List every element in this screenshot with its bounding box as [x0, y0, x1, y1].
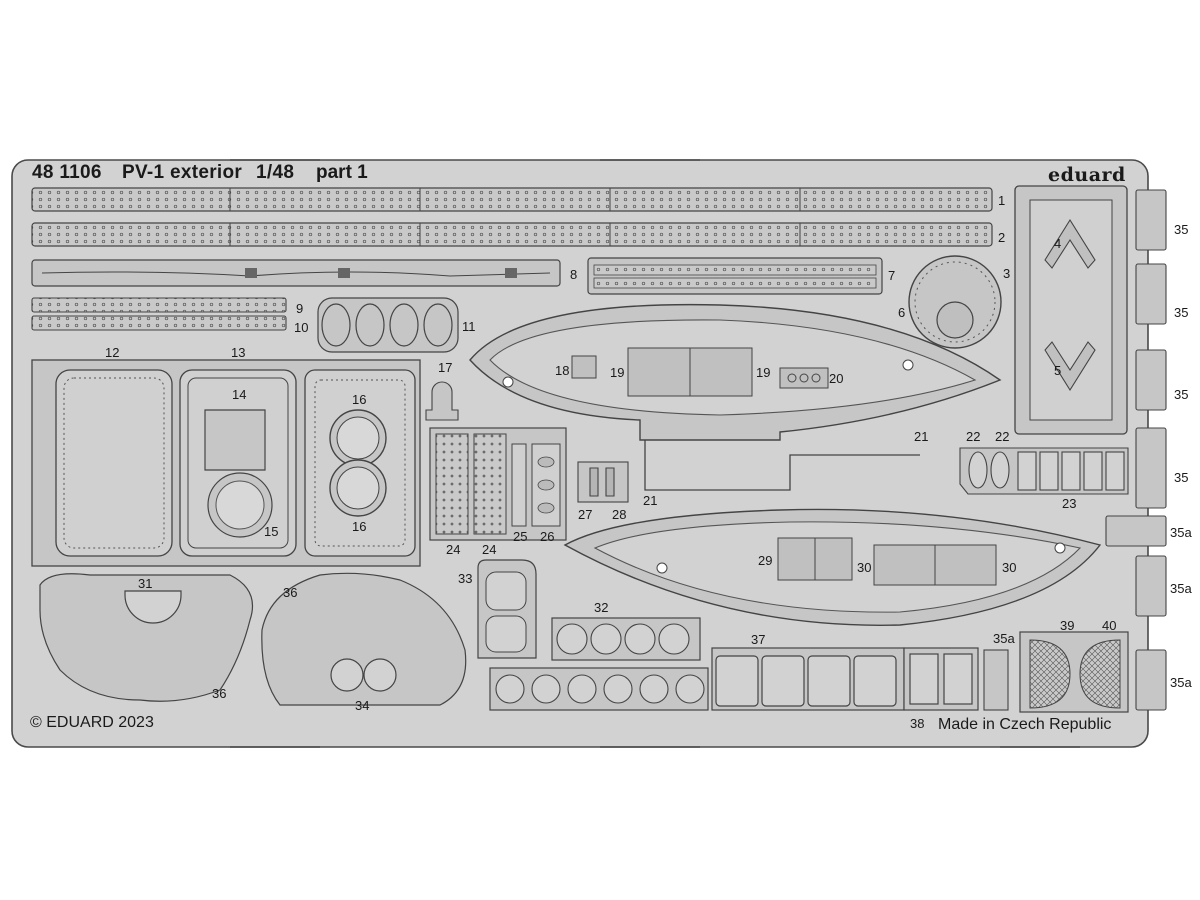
part-22-23 [959, 447, 1129, 495]
label-part-37: 37 [751, 632, 766, 647]
label-part-12: 12 [105, 345, 120, 360]
part-27-28 [577, 461, 629, 503]
sheet-title: PV-1 exterior [122, 162, 243, 183]
label-part-35a-4: 35a [1170, 675, 1192, 690]
label-part-11: 11 [462, 319, 476, 334]
label-part-16-top: 16 [352, 392, 367, 407]
label-part-35-2: 35 [1174, 305, 1189, 320]
label-part-13: 13 [231, 345, 246, 360]
label-part-4: 4 [1054, 236, 1062, 251]
label-part-14: 14 [232, 387, 247, 402]
part-10-strip [31, 315, 287, 331]
label-part-31: 31 [138, 576, 153, 591]
brand-logo: eduard [1048, 164, 1126, 186]
label-part-27: 27 [578, 507, 593, 522]
part-35a-strip [983, 649, 1009, 711]
part-37-panels [711, 647, 905, 711]
label-part-38: 38 [910, 716, 925, 731]
label-part-15: 15 [264, 524, 279, 539]
label-part-24-left: 24 [446, 542, 461, 557]
label-part-5: 5 [1054, 363, 1062, 378]
label-part-22-left: 22 [966, 429, 981, 444]
part-1-strip [31, 187, 993, 212]
label-part-36-left: 36 [283, 585, 298, 600]
label-part-20: 20 [829, 371, 844, 386]
part-14-15-plate [204, 409, 266, 471]
part-rings-row [489, 667, 709, 711]
origin: Made in Czech Republic [938, 716, 1112, 733]
part-21-upper [469, 303, 1002, 491]
part-9-strip [31, 297, 287, 313]
label-part-35a-2: 35a [1170, 581, 1192, 596]
label-part-34: 34 [355, 698, 370, 713]
sheet-scale: 1/48 [256, 162, 295, 183]
label-part-21-right: 21 [914, 429, 929, 444]
label-part-23: 23 [1062, 496, 1077, 511]
label-part-35-4: 35 [1174, 470, 1189, 485]
part-6-disc [936, 301, 974, 339]
label-part-18: 18 [555, 363, 570, 378]
label-part-2: 2 [998, 230, 1006, 245]
label-part-17: 17 [438, 360, 453, 375]
copyright: © EDUARD 2023 [30, 714, 154, 731]
label-part-35-3: 35 [1174, 387, 1189, 402]
label-part-25: 25 [513, 529, 528, 544]
label-part-9: 9 [296, 301, 304, 316]
label-part-28: 28 [612, 507, 627, 522]
label-part-26: 26 [540, 529, 555, 544]
label-part-30-left: 30 [857, 560, 872, 575]
label-part-30-right: 30 [1002, 560, 1017, 575]
label-part-35-1: 35 [1174, 222, 1189, 237]
label-part-39: 39 [1060, 618, 1075, 633]
label-part-35a-1: 35a [1170, 525, 1192, 540]
label-part-8: 8 [570, 267, 578, 282]
label-part-29: 29 [758, 553, 773, 568]
part-11-rings [317, 297, 459, 353]
label-part-21-left: 21 [643, 493, 658, 508]
label-part-7: 7 [888, 268, 896, 283]
part-17-bracket [425, 381, 459, 421]
label-part-33: 33 [458, 571, 473, 586]
part-2-strip [31, 222, 993, 247]
label-part-35a-3: 35a [993, 631, 1015, 646]
label-part-16-bottom: 16 [352, 519, 367, 534]
part-31-36-engine [39, 573, 254, 702]
label-part-6: 6 [898, 305, 906, 320]
product-code: 48 1106 [32, 162, 102, 183]
label-part-19-right: 19 [756, 365, 771, 380]
label-part-32: 32 [594, 600, 609, 615]
label-part-36-right: 36 [212, 686, 227, 701]
label-part-10: 10 [294, 320, 309, 335]
part-7-strip [587, 257, 883, 295]
label-part-19-left: 19 [610, 365, 625, 380]
part-21-lower [563, 508, 1102, 626]
label-part-1: 1 [998, 193, 1006, 208]
part-34-36-engine [261, 572, 467, 706]
label-part-24-right: 24 [482, 542, 497, 557]
part-38-strips [903, 647, 979, 711]
label-part-22-right: 22 [995, 429, 1010, 444]
label-part-40: 40 [1102, 618, 1117, 633]
sheet-part: part 1 [316, 162, 368, 183]
label-part-3: 3 [1003, 266, 1011, 281]
